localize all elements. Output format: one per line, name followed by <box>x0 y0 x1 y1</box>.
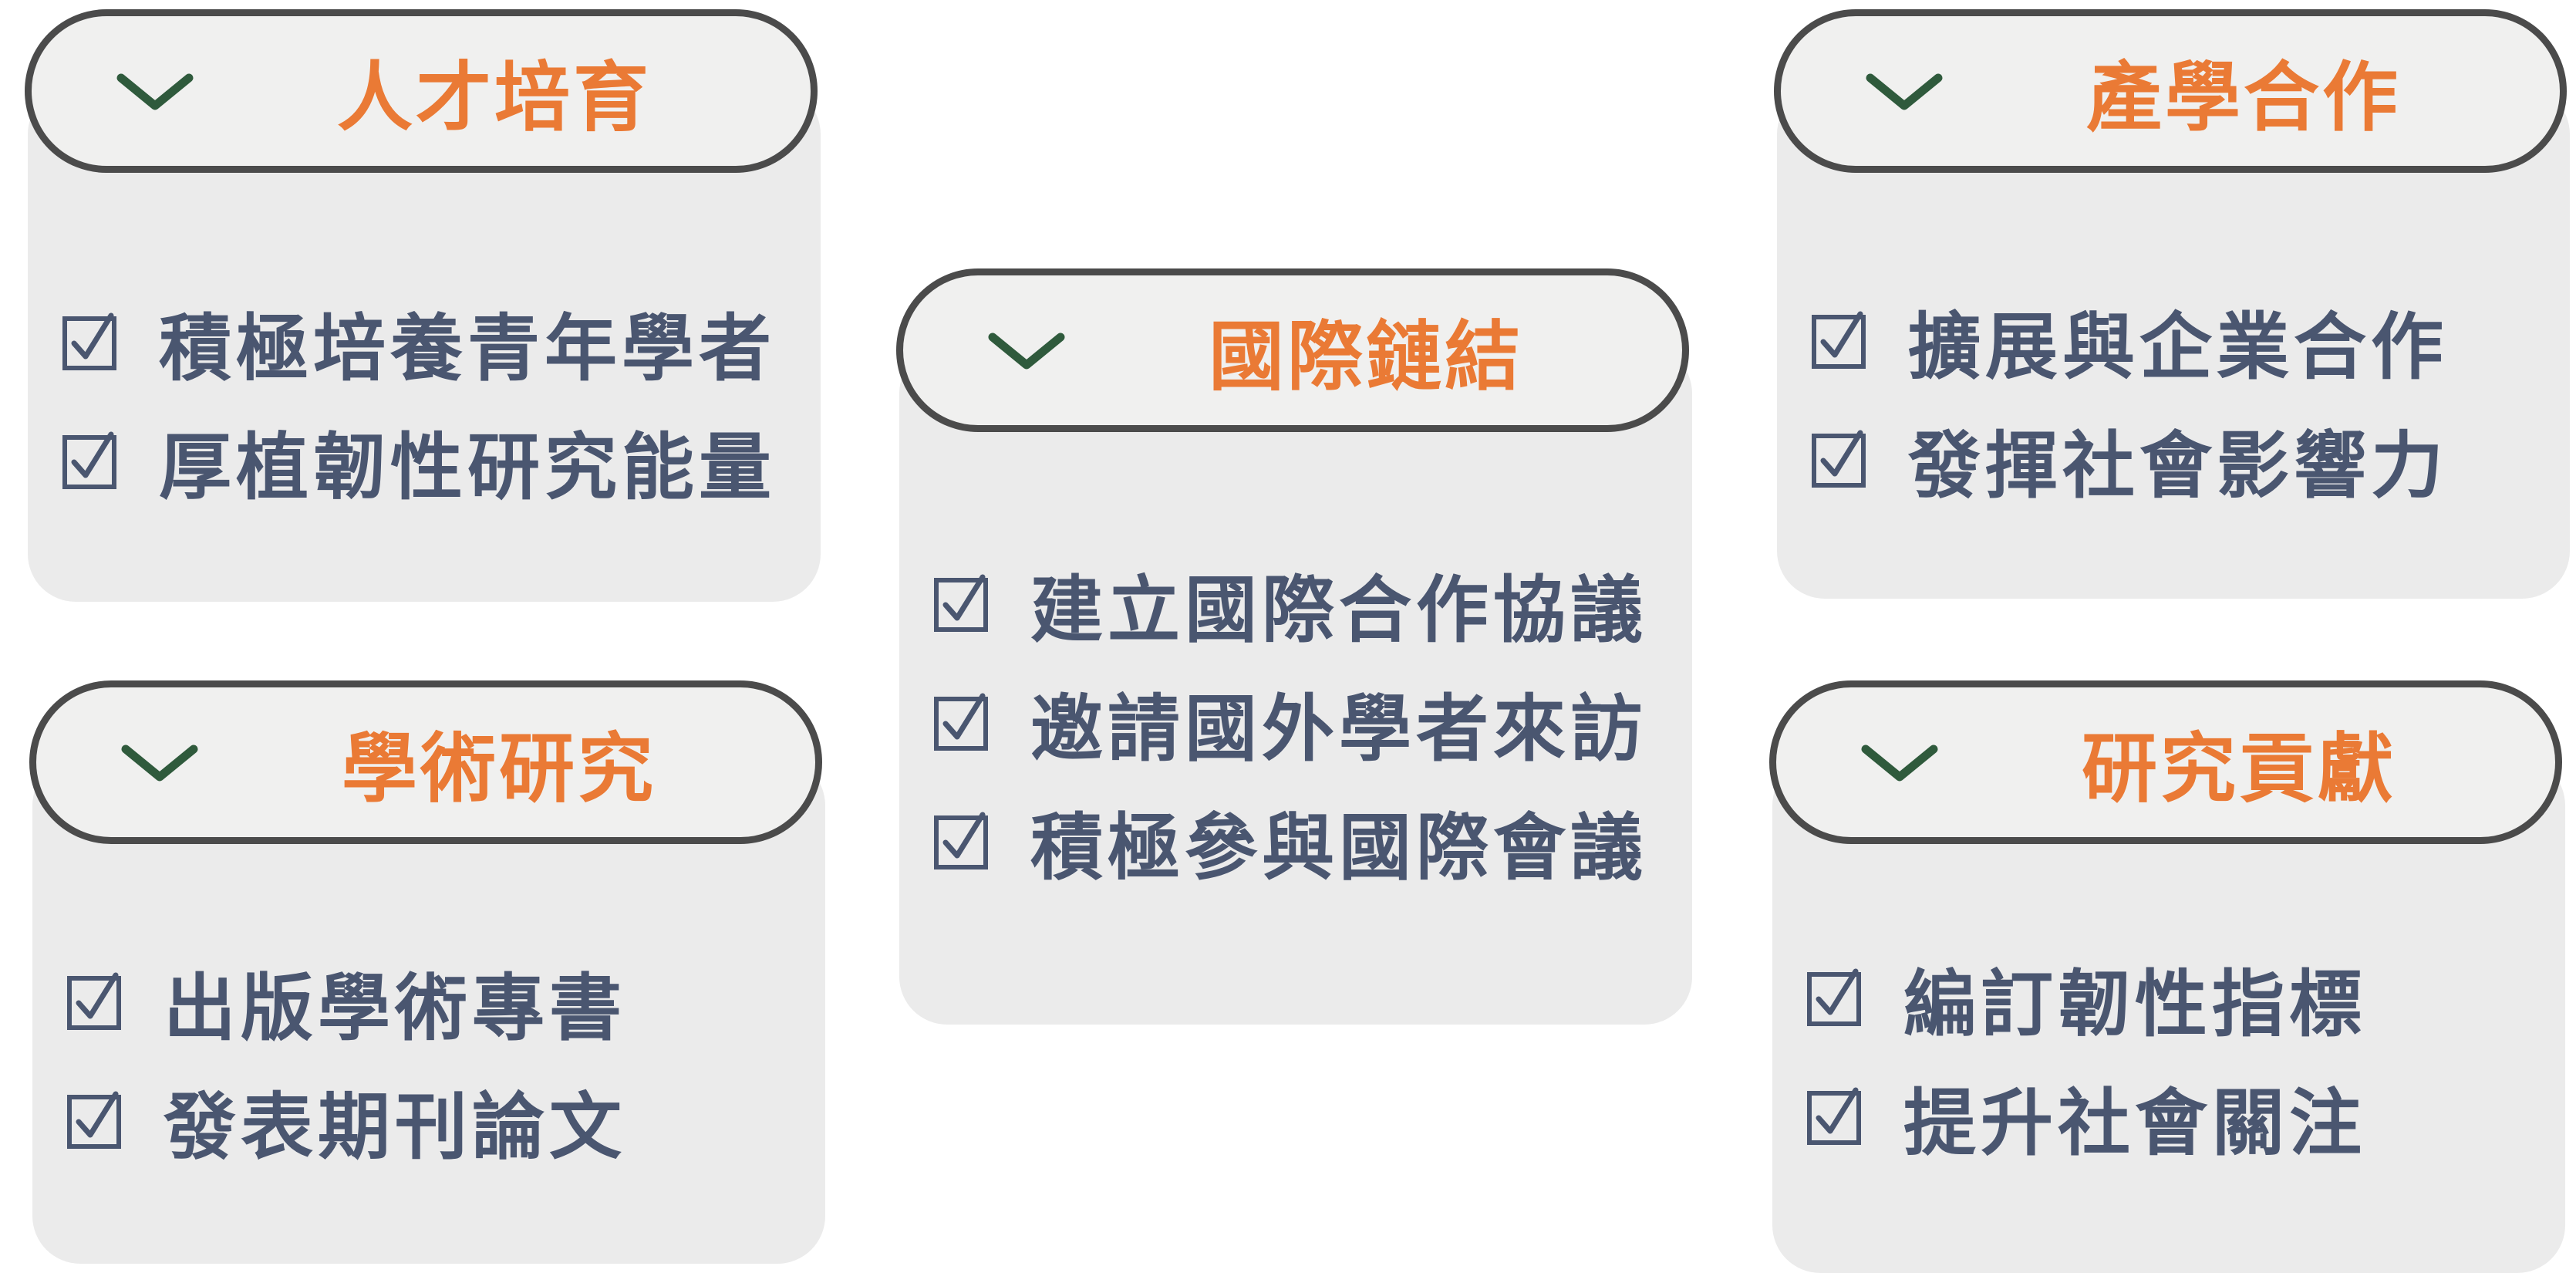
checkbox-checked-icon <box>1812 311 1866 369</box>
item-label: 積極培養青年學者 <box>159 307 777 391</box>
list-item: 積極培養青年學者 <box>62 283 805 402</box>
card-header[interactable]: 產學合作 <box>1774 9 2567 173</box>
checkbox-checked-icon <box>1807 968 1861 1026</box>
card-title: 國際鏈結 <box>1208 313 1523 401</box>
list-item: 發表期刊論文 <box>66 1062 810 1180</box>
item-list: 建立國際合作協議 邀請國外學者來訪 積極參與國際會議 <box>933 545 1677 901</box>
card-title: 產學合作 <box>2085 54 2401 142</box>
item-label: 提升社會關注 <box>1903 1082 2367 1166</box>
checkbox-checked-icon <box>1812 430 1866 488</box>
item-list: 出版學術專書 發表期刊論文 <box>66 943 810 1180</box>
card-research-contribution: 研究貢獻 編訂韌性指標 提升社會關注 <box>1769 680 2565 1273</box>
card-international-linkage: 國際鏈結 建立國際合作協議 邀請國外學者來訪 積極參與國際會議 <box>896 268 1692 1025</box>
item-list: 擴展與企業合作 發揮社會影響力 <box>1811 282 2554 519</box>
list-item: 擴展與企業合作 <box>1811 282 2554 400</box>
list-item: 邀請國外學者來訪 <box>933 664 1677 782</box>
list-item: 建立國際合作協議 <box>933 545 1677 664</box>
checkbox-checked-icon <box>1807 1087 1861 1145</box>
item-label: 編訂韌性指標 <box>1903 963 2367 1047</box>
item-list: 編訂韌性指標 提升社會關注 <box>1806 939 2550 1177</box>
card-title: 研究貢獻 <box>2081 725 2396 813</box>
list-item: 厚植韌性研究能量 <box>62 402 805 521</box>
list-item: 出版學術專書 <box>66 943 810 1062</box>
list-item: 發揮社會影響力 <box>1811 400 2554 519</box>
list-item: 編訂韌性指標 <box>1806 939 2550 1058</box>
card-header[interactable]: 國際鏈結 <box>896 268 1689 432</box>
item-label: 發表期刊論文 <box>164 1086 627 1170</box>
item-label: 發揮社會影響力 <box>1908 424 2449 508</box>
checkbox-checked-icon <box>934 574 988 632</box>
item-label: 積極參與國際會議 <box>1030 806 1648 890</box>
checkbox-checked-icon <box>67 972 121 1030</box>
checkbox-checked-icon <box>934 812 988 869</box>
item-label: 建立國際合作協議 <box>1030 569 1648 653</box>
item-label: 邀請國外學者來訪 <box>1030 687 1648 772</box>
chevron-down-icon[interactable] <box>1864 69 1944 115</box>
card-header[interactable]: 研究貢獻 <box>1769 680 2562 844</box>
checkbox-checked-icon <box>62 431 116 489</box>
item-label: 出版學術專書 <box>164 967 627 1051</box>
list-item: 提升社會關注 <box>1806 1058 2550 1177</box>
chevron-down-icon[interactable] <box>1860 740 1940 786</box>
card-header[interactable]: 人才培育 <box>25 9 818 173</box>
list-item: 積極參與國際會議 <box>933 782 1677 901</box>
card-talent-cultivation: 人才培育 積極培養青年學者 厚植韌性研究能量 <box>25 9 821 602</box>
card-title: 學術研究 <box>341 725 656 813</box>
card-academic-research: 學術研究 出版學術專書 發表期刊論文 <box>29 680 825 1264</box>
chevron-down-icon[interactable] <box>986 328 1067 374</box>
item-label: 厚植韌性研究能量 <box>159 426 777 510</box>
card-title: 人才培育 <box>336 54 652 142</box>
chevron-down-icon[interactable] <box>120 740 200 786</box>
item-label: 擴展與企業合作 <box>1908 306 2449 390</box>
checkbox-checked-icon <box>67 1091 121 1149</box>
checkbox-checked-icon <box>934 693 988 751</box>
checkbox-checked-icon <box>62 312 116 370</box>
card-industry-collaboration: 產學合作 擴展與企業合作 發揮社會影響力 <box>1774 9 2570 599</box>
card-header[interactable]: 學術研究 <box>29 680 822 844</box>
chevron-down-icon[interactable] <box>115 69 195 115</box>
item-list: 積極培養青年學者 厚植韌性研究能量 <box>62 283 805 521</box>
